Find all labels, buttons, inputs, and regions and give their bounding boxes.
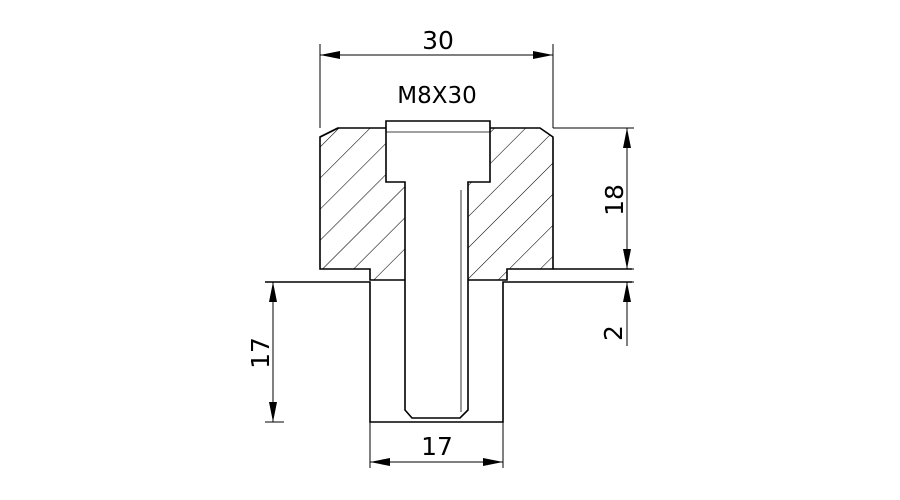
dimension-right-gap-label: 2 [599, 325, 628, 341]
dimension-left-height-label: 17 [246, 337, 275, 369]
bolt-callout: M8X30 [397, 83, 477, 109]
dimension-bottom-width-label: 17 [421, 432, 453, 461]
dimension-bottom-width: 17 [370, 432, 503, 466]
dimension-top-width: 30 [320, 26, 553, 59]
base-plate [265, 268, 632, 423]
dimension-left-height: 17 [246, 282, 277, 422]
dimension-right-height: 18 [600, 128, 631, 269]
dimension-top-width-label: 30 [422, 26, 454, 55]
section-hatching [320, 128, 553, 280]
dimension-right-height-label: 18 [600, 184, 629, 216]
dimension-right-gap: 2 [599, 248, 631, 346]
extension-lines [265, 44, 634, 468]
bolt [385, 120, 491, 419]
